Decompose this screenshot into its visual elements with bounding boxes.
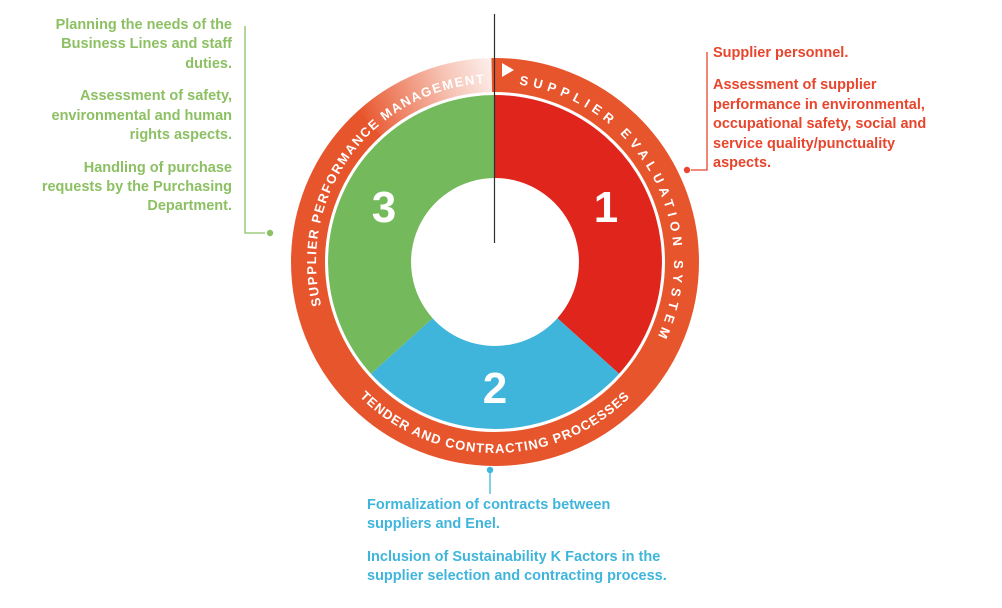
annotation-tender-contracting: Formalization of contracts between suppl…: [367, 496, 715, 600]
connector-bottom-dot: [486, 466, 494, 474]
annotation-text: Planning the needs of the Business Lines…: [55, 17, 232, 72]
annotation-performance-management: Planning the needs of the Business Lines…: [22, 16, 232, 230]
connector-right-dot: [683, 166, 691, 174]
annotation-text: Inclusion of Sustainability K Factors in…: [367, 548, 667, 585]
annotation-text: Assessment of supplier performance in en…: [713, 77, 927, 172]
segment-tender-contracting: [370, 318, 620, 429]
segment-number-2: 2: [483, 364, 507, 413]
annotation-text: Supplier personnel.: [713, 45, 849, 61]
annotation-text: Formalization of contracts between suppl…: [367, 497, 611, 533]
connector-left-dot: [266, 229, 274, 237]
connector-left-line: [244, 26, 265, 234]
ring-fade: [357, 57, 493, 137]
annotation-text: Assessment of safety, environmental and …: [51, 88, 232, 144]
segment-number-1: 1: [594, 183, 618, 232]
segment-performance-management: [328, 95, 495, 374]
connector-right-line: [691, 52, 708, 171]
segment-number-3: 3: [372, 183, 396, 232]
segment-supplier-evaluation: [495, 95, 662, 374]
play-triangle-icon: [502, 63, 514, 77]
annotation-supplier-evaluation: Supplier personnel. Assessment of suppli…: [713, 44, 965, 187]
annotation-text: Handling of purchase requests by the Pur…: [41, 159, 232, 215]
